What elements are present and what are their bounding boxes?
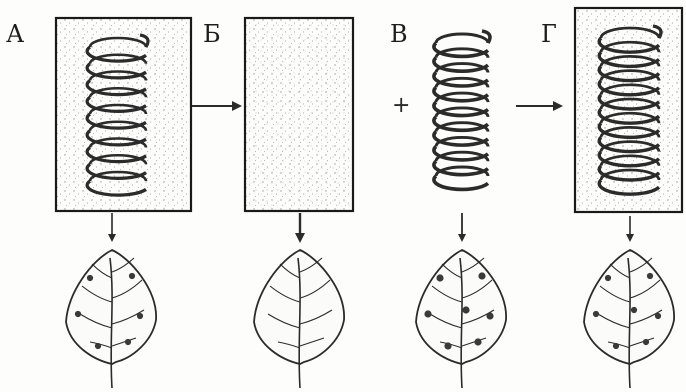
coil-turn-front bbox=[434, 176, 488, 189]
down-arrow-a bbox=[108, 213, 116, 242]
leaf-spot bbox=[137, 313, 143, 319]
panel-a-frame bbox=[56, 18, 191, 211]
panel-b bbox=[245, 18, 353, 211]
leaf-spot bbox=[129, 273, 135, 279]
leaf-spot bbox=[593, 311, 599, 317]
panel-a bbox=[56, 18, 191, 211]
panel-label-d: Г bbox=[541, 20, 557, 48]
panel-label-b: Б bbox=[203, 20, 221, 48]
leaf-spot bbox=[75, 311, 81, 317]
leaf-spot bbox=[474, 338, 481, 345]
leaf-spot bbox=[424, 310, 431, 317]
arrow-a-to-b bbox=[192, 101, 242, 111]
plus-sign: + bbox=[392, 93, 410, 118]
panel-label-a: А bbox=[6, 20, 24, 48]
panel-label-c: В bbox=[390, 20, 408, 48]
leaf-spot bbox=[486, 312, 493, 319]
leaf-spot bbox=[95, 343, 101, 349]
leaf-c bbox=[416, 250, 506, 388]
down-arrow-b bbox=[295, 213, 305, 243]
coil-turn-back bbox=[436, 34, 488, 43]
leaf-spot bbox=[462, 306, 469, 313]
down-arrow-c bbox=[458, 213, 466, 242]
leaf-spot bbox=[605, 275, 611, 281]
leaf-d bbox=[584, 250, 674, 388]
leaf-b bbox=[254, 250, 344, 388]
leaf-spot bbox=[647, 273, 653, 279]
panel-c bbox=[434, 31, 490, 189]
leaf-spot bbox=[87, 275, 93, 281]
leaf-spot bbox=[436, 274, 443, 281]
arrow-c-to-d bbox=[516, 101, 563, 111]
panel-c-coil bbox=[434, 31, 490, 189]
down-arrow-d bbox=[626, 216, 634, 242]
leaf-a bbox=[66, 250, 156, 388]
leaf-spot bbox=[643, 339, 649, 345]
leaf-spot bbox=[478, 272, 485, 279]
panel-d bbox=[575, 8, 682, 212]
leaf-spot bbox=[444, 342, 451, 349]
leaf-spot bbox=[631, 307, 637, 313]
leaf-spot bbox=[655, 313, 661, 319]
leaf-spot bbox=[125, 339, 131, 345]
leaf-spot bbox=[613, 343, 619, 349]
